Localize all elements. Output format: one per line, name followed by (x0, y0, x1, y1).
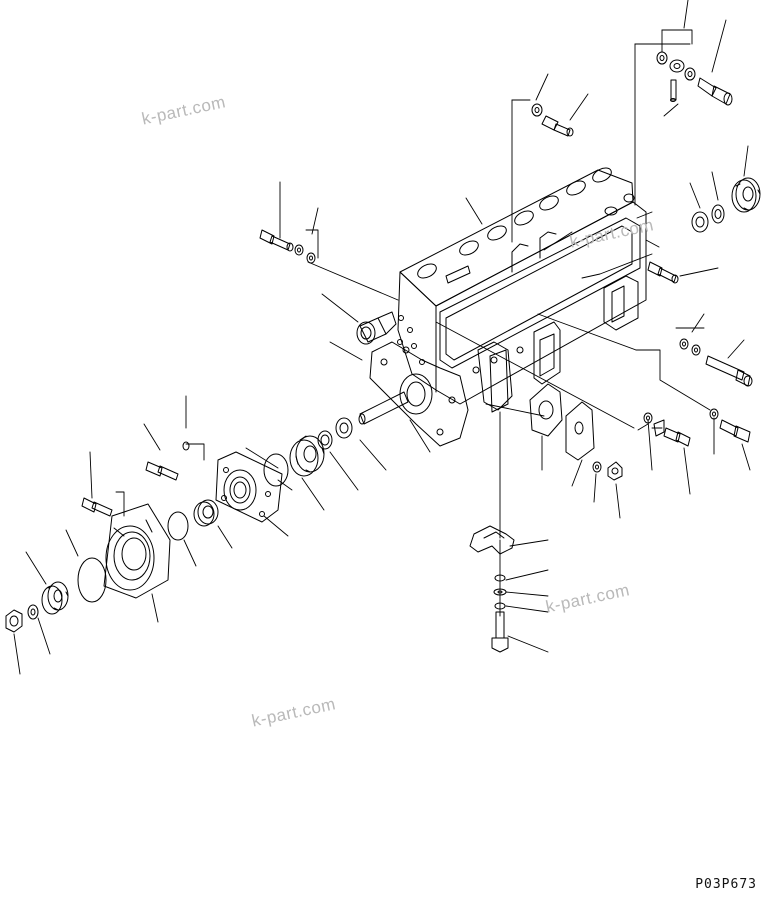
flat-washer-large (691, 211, 709, 233)
coupling-bolt-lower (81, 497, 113, 517)
camshaft-end (358, 373, 433, 425)
small-washer-a (679, 338, 689, 350)
clamp-bracket (469, 525, 515, 555)
o-ring-small (263, 453, 289, 487)
long-bolt-right (705, 355, 753, 387)
top-bolt-1 (541, 115, 574, 137)
upper-left-washers (294, 244, 316, 264)
spacer-ring (317, 430, 333, 450)
washer-d (709, 408, 719, 420)
coupling-washer (182, 441, 190, 451)
drawing-code: P03P673 (695, 877, 757, 892)
bearing-housing (215, 451, 283, 523)
cover-nut (607, 461, 623, 481)
upper-left-bolt (259, 229, 294, 252)
leader-lines (13, 0, 751, 675)
gasket-outline (477, 341, 513, 411)
right-stud-bolt (647, 261, 679, 284)
plunger-bores (417, 167, 635, 279)
top-washer-pair (531, 103, 543, 117)
pump-housing (358, 167, 647, 447)
spring-washer (711, 204, 725, 224)
stack-bolt (491, 611, 509, 653)
drain-plug (356, 311, 397, 345)
coupling-hub (289, 435, 325, 477)
washer-left (27, 604, 39, 620)
bearing (193, 499, 219, 527)
bracket-tab (653, 419, 665, 437)
coupling-bolt-upper (145, 461, 179, 481)
o-ring-medium (167, 511, 189, 541)
banjo-washer-set (656, 51, 696, 102)
hex-nut-left (5, 609, 23, 633)
cover-gasket (529, 383, 563, 437)
bolt-d (719, 419, 751, 443)
cover-plate (565, 401, 595, 461)
bolt-c (663, 427, 691, 447)
o-ring-large (77, 557, 107, 603)
round-nut (731, 177, 761, 213)
cover-small-washer (592, 461, 602, 473)
lock-nut (41, 581, 69, 615)
small-washer-b (691, 344, 701, 356)
banjo-bolt (697, 77, 733, 106)
thrust-washer (335, 417, 353, 439)
flange-bolt-holes (380, 315, 456, 436)
drive-flange-housing (103, 503, 171, 599)
